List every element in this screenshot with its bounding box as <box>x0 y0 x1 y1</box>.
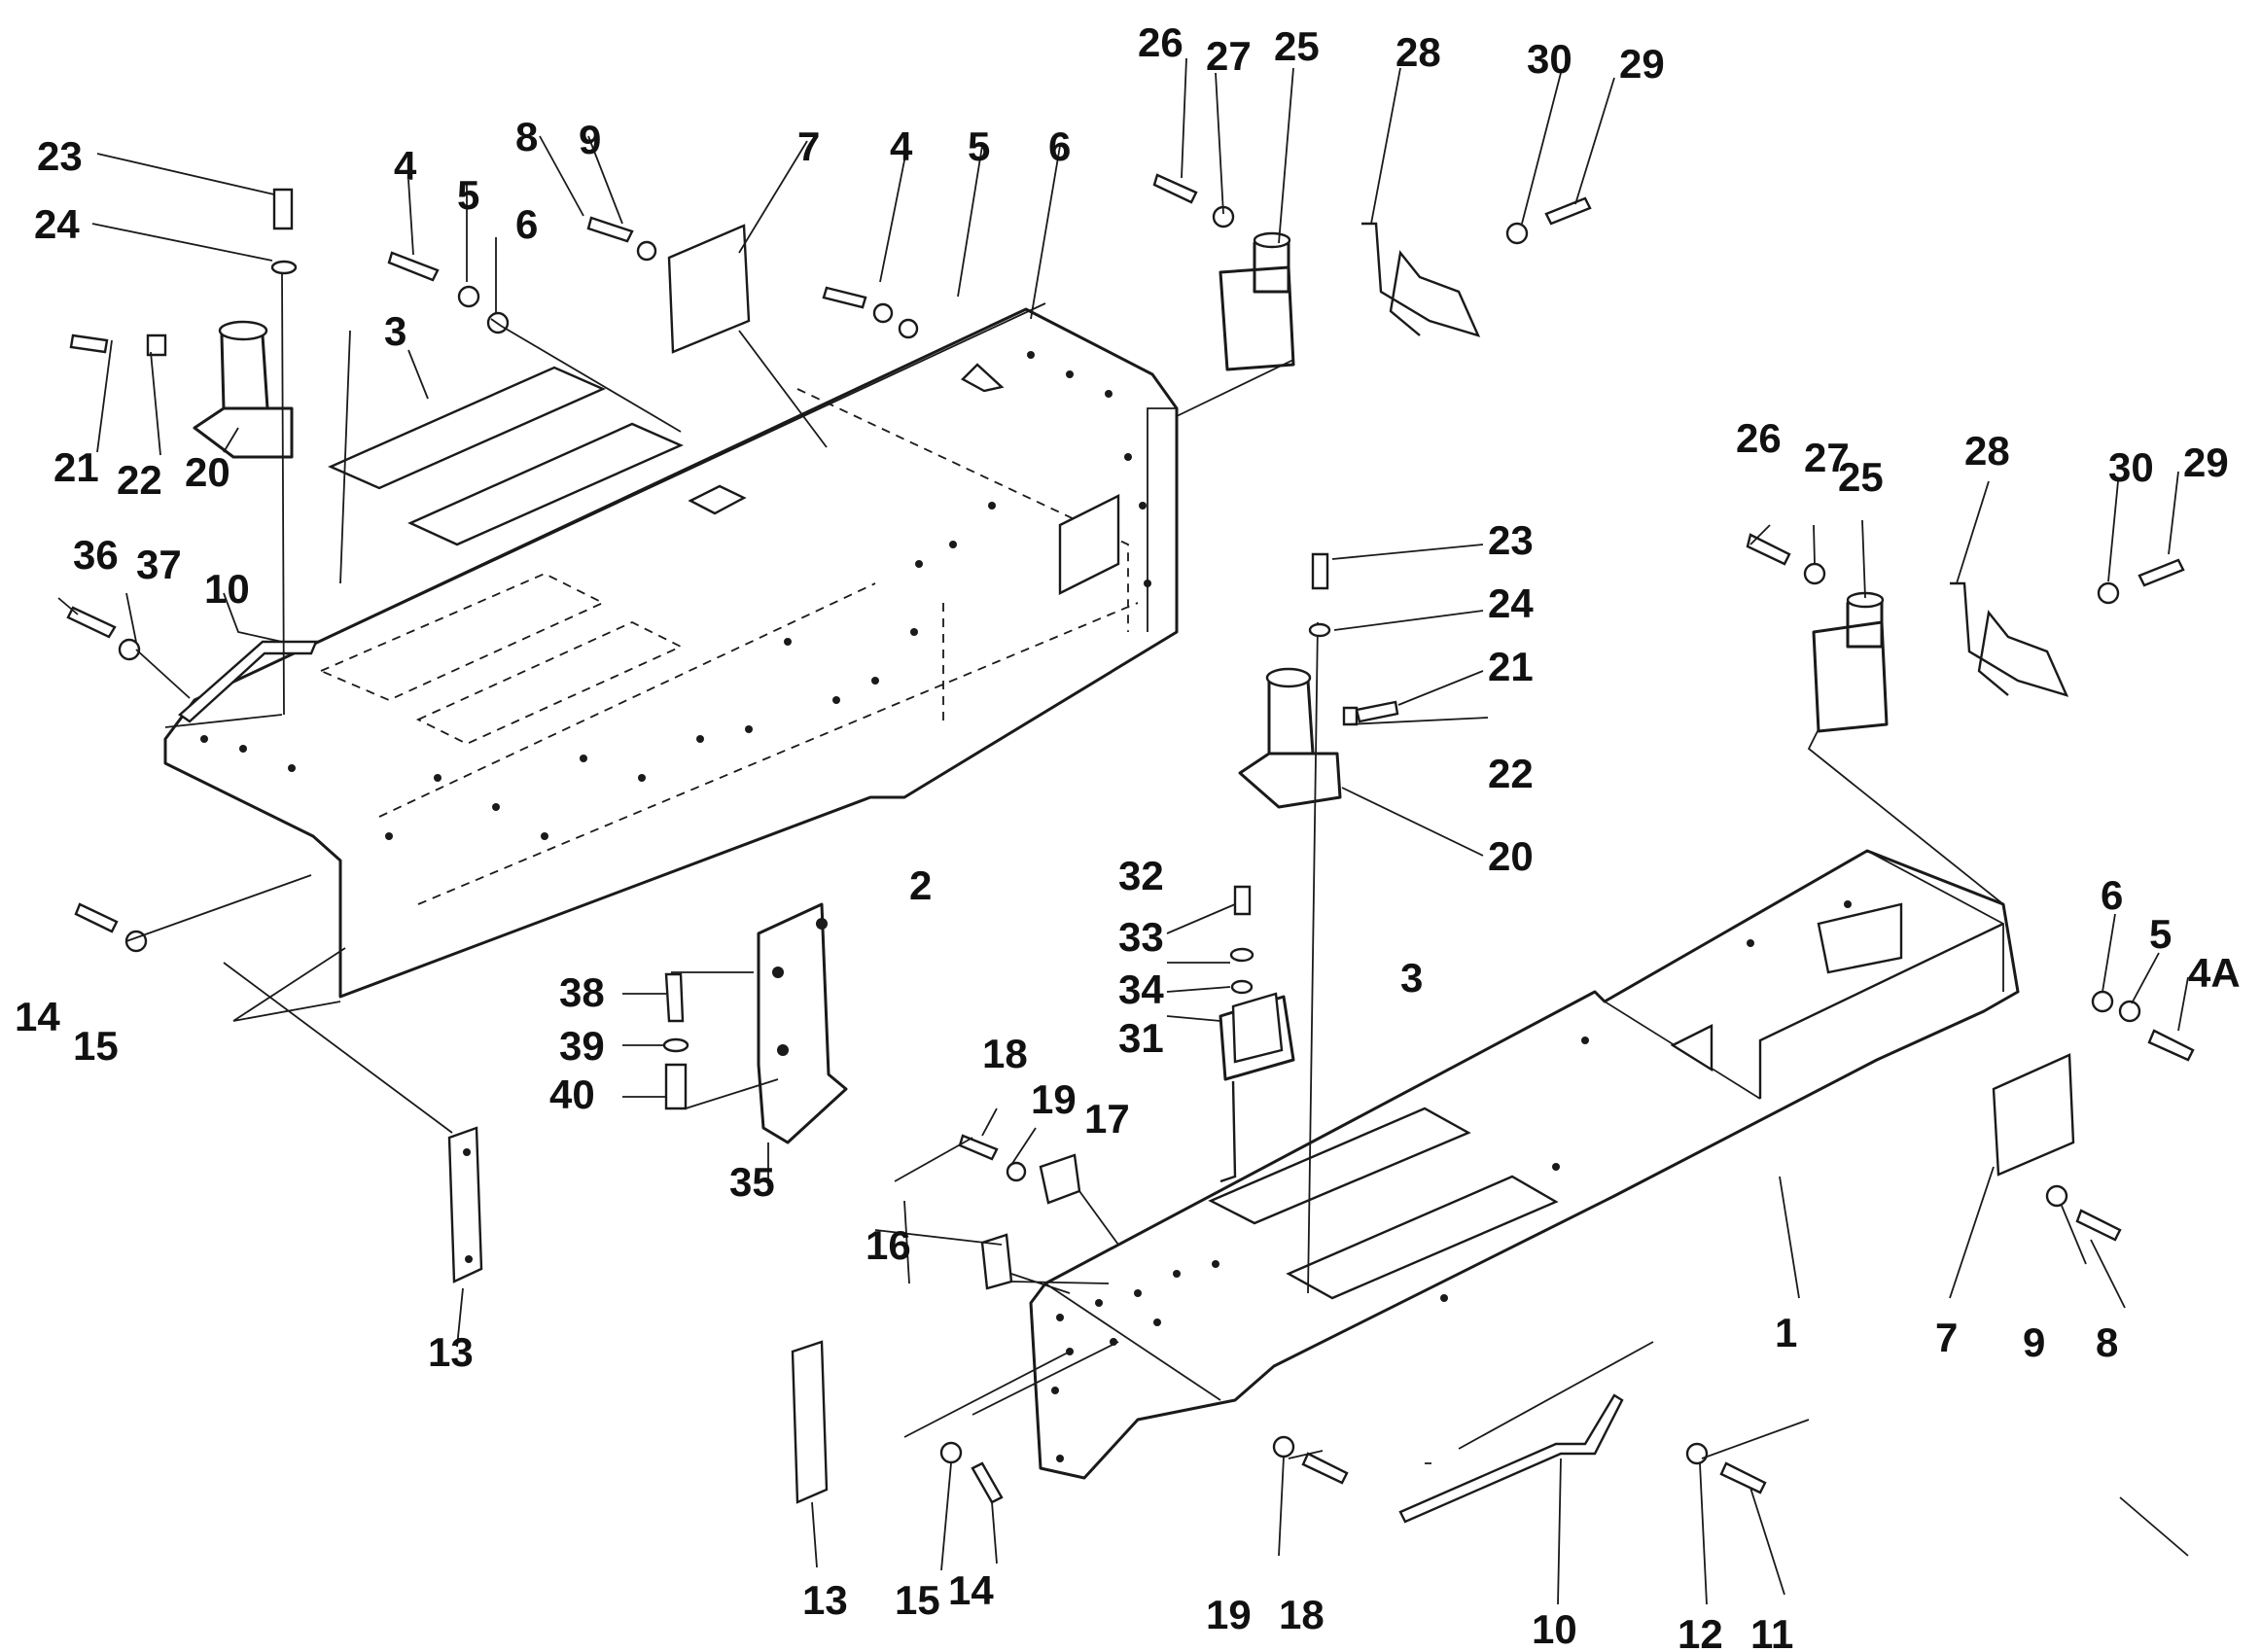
callout-27-lower: 27 <box>1804 435 1850 480</box>
callout-40: 40 <box>549 1072 595 1117</box>
leader-lines <box>57 57 2189 1605</box>
callout-26-upper: 26 <box>1138 19 1183 65</box>
bar-10b <box>1398 1393 1624 1524</box>
callout-29-lower: 29 <box>2183 439 2229 485</box>
ring-28b <box>1950 581 2069 697</box>
cover-plate-3b <box>407 422 684 546</box>
cover-plate-3c <box>1208 1107 1471 1225</box>
callout-25-upper: 25 <box>1274 23 1320 69</box>
callout-10-upper: 10 <box>204 566 250 612</box>
callout-39: 39 <box>559 1023 605 1069</box>
callout-27-upper: 27 <box>1206 33 1252 79</box>
callout-30-lower: 30 <box>2108 444 2154 490</box>
callout-12: 12 <box>1678 1611 1723 1652</box>
callout-8-upper: 8 <box>515 114 538 159</box>
cover-7a <box>667 224 751 354</box>
upper-frame-assembly <box>66 173 1592 1283</box>
callout-5-lower: 5 <box>2149 911 2172 957</box>
callout-24-lower: 24 <box>1488 580 1534 626</box>
cover-plate-3d <box>1286 1175 1559 1300</box>
callout-28-upper: 28 <box>1395 29 1441 75</box>
callout-6-mid: 6 <box>1048 123 1071 169</box>
callout-32: 32 <box>1118 853 1164 898</box>
callout-31: 31 <box>1118 1015 1164 1061</box>
callout-33: 33 <box>1118 914 1164 960</box>
callout-19-lower: 19 <box>1206 1592 1252 1637</box>
side-bracket-13a <box>447 1126 483 1283</box>
callout-18-lower: 18 <box>1279 1592 1325 1637</box>
cover-plate-3a <box>328 366 606 490</box>
callout-4A: 4A <box>2188 950 2241 996</box>
callout-35: 35 <box>729 1159 775 1205</box>
callout-9-upper: 9 <box>579 117 601 162</box>
callout-37: 37 <box>136 542 182 587</box>
frame-part-2 <box>163 307 1179 999</box>
callout-21-lower: 21 <box>1488 644 1534 689</box>
lower-frame-assembly <box>791 533 2195 1524</box>
callout-5-mid: 5 <box>968 123 990 169</box>
clamp-17 <box>1039 1153 1081 1205</box>
callout-19-upper: 19 <box>1031 1076 1077 1122</box>
callout-14-lower: 14 <box>948 1567 994 1613</box>
callout-15-lower: 15 <box>895 1577 940 1623</box>
callout-30-upper: 30 <box>1527 36 1572 82</box>
callout-22-upper: 22 <box>117 457 162 503</box>
callout-3-lower: 3 <box>1400 955 1423 1001</box>
callout-9-lower: 9 <box>2023 1319 2045 1365</box>
callout-14-upper: 14 <box>15 994 60 1039</box>
pedestal-20b <box>1238 679 1342 809</box>
callout-18-upper: 18 <box>982 1031 1028 1076</box>
hinge-25a <box>1219 241 1295 371</box>
callout-24-upper: 24 <box>34 201 80 247</box>
side-bracket-13b <box>791 1340 829 1504</box>
callout-16: 16 <box>866 1222 911 1268</box>
callout-2: 2 <box>909 862 932 908</box>
bar-10a <box>178 640 318 723</box>
callout-5-upper: 5 <box>457 172 479 218</box>
callout-7-lower: 7 <box>1935 1315 1958 1360</box>
callout-13-lower: 13 <box>802 1577 848 1623</box>
pedestal-20a <box>193 334 294 459</box>
callout-25-lower: 25 <box>1838 454 1884 500</box>
ring-28a <box>1361 222 1481 337</box>
callout-26-lower: 26 <box>1736 415 1782 461</box>
callout-34: 34 <box>1118 967 1164 1012</box>
callout-20-lower: 20 <box>1488 833 1534 879</box>
frame-part-1 <box>1029 849 2020 1480</box>
callout-22-lower: 22 <box>1488 751 1534 796</box>
callout-20-upper: 20 <box>185 449 230 495</box>
callout-3-upper: 3 <box>384 308 406 354</box>
callout-4-upper: 4 <box>394 143 417 189</box>
callout-10-lower: 10 <box>1532 1606 1577 1652</box>
callout-7-upper: 7 <box>797 123 820 169</box>
callout-23-upper: 23 <box>37 133 83 179</box>
mount-35 <box>757 902 848 1144</box>
hinge-25b <box>1812 601 1889 733</box>
callout-15-upper: 15 <box>73 1023 119 1069</box>
callout-28-lower: 28 <box>1964 428 2010 474</box>
callout-23-lower: 23 <box>1488 517 1534 563</box>
cover-7b <box>1992 1053 2075 1177</box>
callout-13-upper: 13 <box>428 1329 474 1375</box>
callout-36: 36 <box>73 532 119 578</box>
callout-29-upper: 29 <box>1619 41 1665 87</box>
callout-17: 17 <box>1084 1096 1130 1142</box>
callout-labels: 23 24 21 22 20 36 37 10 14 15 13 3 4 5 6… <box>15 19 2241 1652</box>
callout-6-lower: 6 <box>2101 872 2123 918</box>
callout-21-upper: 21 <box>53 444 99 490</box>
callout-1: 1 <box>1775 1310 1797 1355</box>
callout-8-lower: 8 <box>2096 1319 2118 1365</box>
callout-6-upper: 6 <box>515 201 538 247</box>
callout-38: 38 <box>559 969 605 1015</box>
callout-4-mid: 4 <box>890 123 913 169</box>
callout-11: 11 <box>1750 1611 1793 1652</box>
